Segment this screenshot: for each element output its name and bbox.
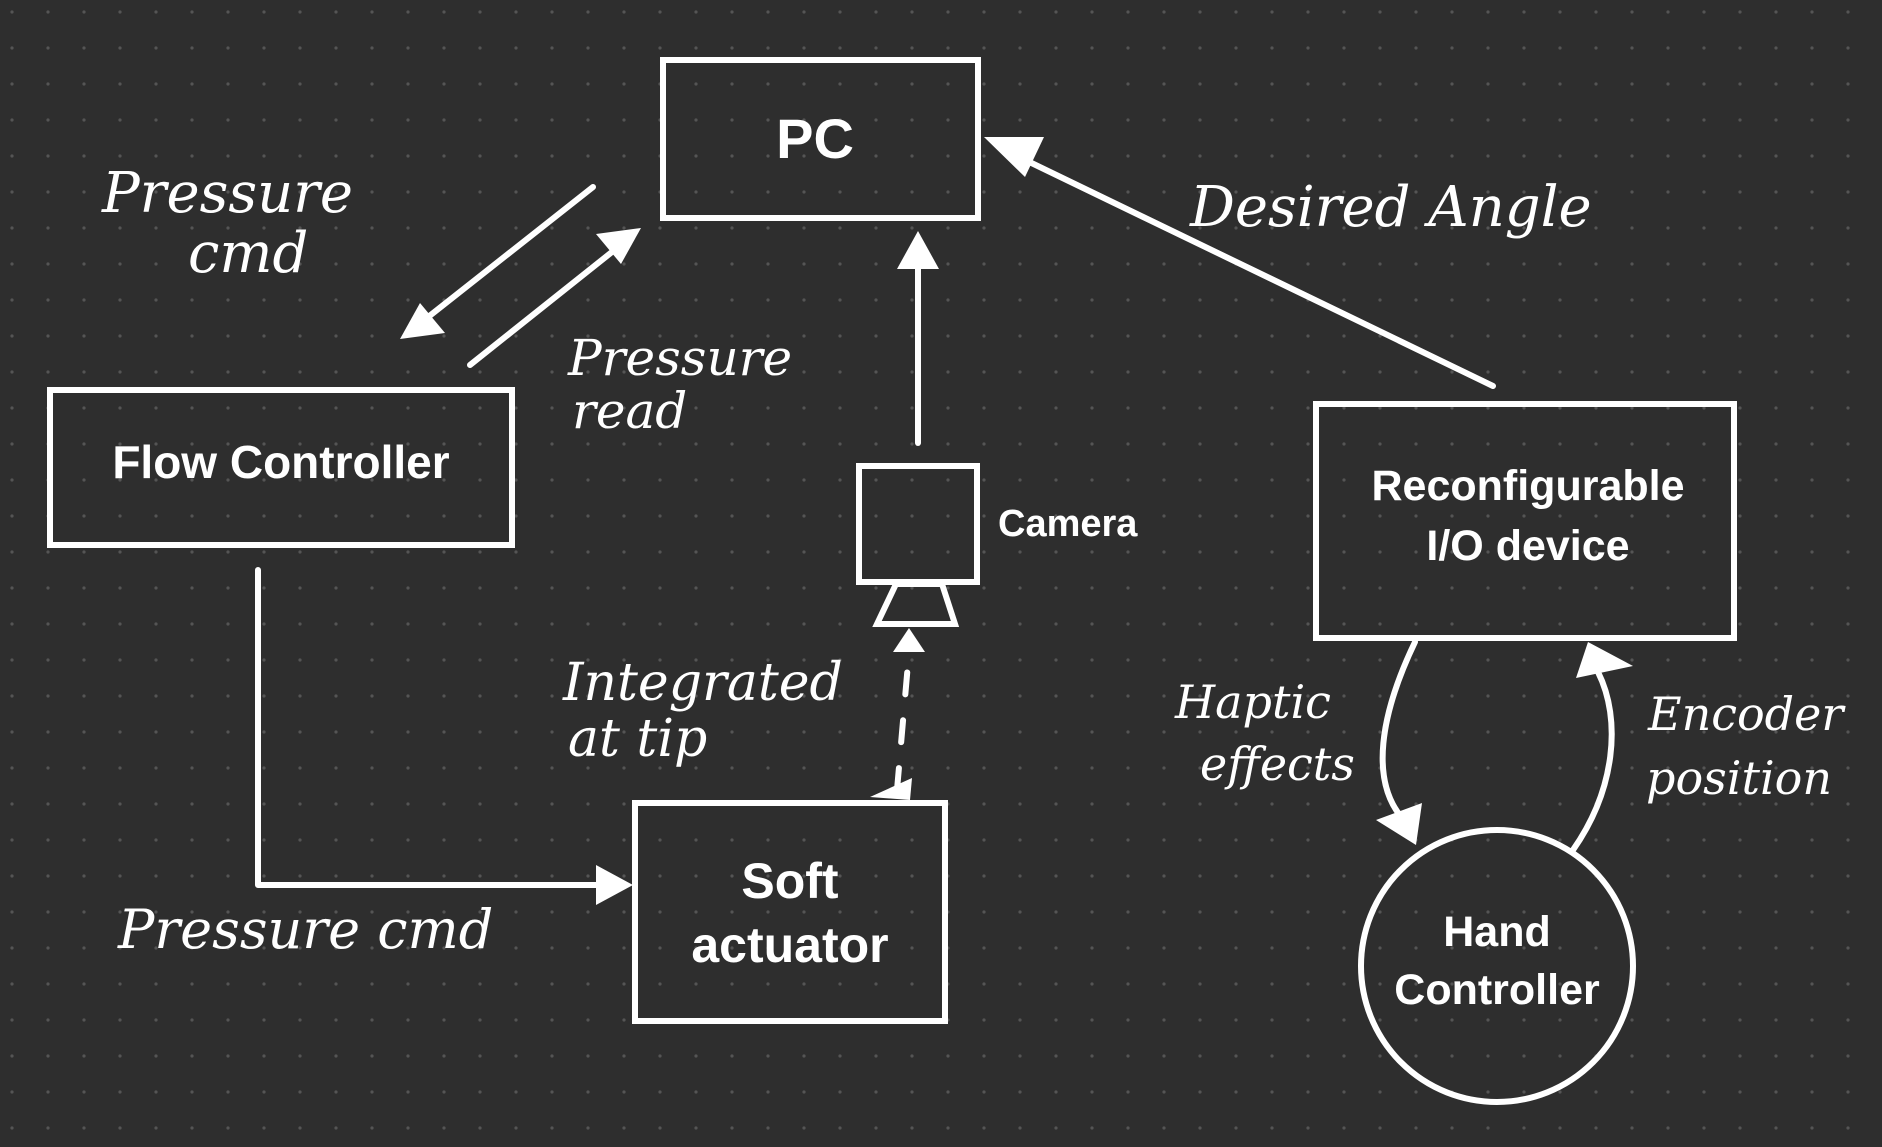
edge-label-pressure-cmd-line2: cmd [188,221,308,286]
camera-label: Camera [998,503,1138,545]
hand-controller-circle [1358,827,1636,1105]
flow-controller-node[interactable]: Flow Controller [47,387,515,548]
edge-flow-to-pc-line [467,241,625,368]
edge-hand-to-io-line [1570,669,1615,853]
pc-label: PC [776,107,854,170]
io-device-label-line1: Reconfigurable [1372,462,1685,510]
hand-controller-label-line1: Hand [1443,908,1551,956]
io-device-node[interactable]: Reconfigurable I/O device [1313,401,1737,641]
pc-node[interactable]: PC [660,57,981,221]
edge-label-haptic-line2: effects [1200,737,1355,791]
pc-box [660,57,981,221]
edge-io-to-hand-arrowhead [1376,803,1422,845]
soft-actuator-box [632,800,948,1024]
edge-pc-to-flow-arrowhead [400,303,445,339]
edge-camera-to-pc [897,231,939,446]
soft-actuator-node[interactable]: Soft actuator [632,800,948,1024]
edge-label-encoder-line2: position [1646,751,1832,805]
edge-camera-to-pc-arrowhead [897,231,939,269]
edge-flow-to-actuator-arrowhead [596,865,633,905]
edge-actuator-to-camera-line [894,649,912,793]
camera-node[interactable]: Camera [856,463,1138,627]
edge-hand-to-io-arrowhead [1576,642,1633,678]
soft-actuator-label-line2: actuator [691,917,888,973]
camera-lens [872,581,960,627]
edge-label-integrated-line1: Integrated [562,653,843,713]
flow-controller-box [47,387,515,548]
edge-pc-to-flow [400,184,596,339]
edge-flow-to-pc [467,228,641,368]
edge-actuator-to-camera-arrowhead-bottom [870,778,912,800]
edge-io-to-pc-arrowhead [984,137,1044,177]
edge-label-pressure-cmd-bottom: Pressure cmd [117,898,493,961]
soft-actuator-label-line1: Soft [741,853,839,909]
edge-actuator-to-camera-arrowhead-top [893,628,925,652]
edge-flow-to-actuator [255,567,633,905]
edge-pc-to-flow-line [415,184,596,328]
edge-label-haptic-line1: Haptic [1174,675,1331,729]
hand-controller-node[interactable]: Hand Controller [1358,827,1636,1105]
edge-io-to-hand-line [1379,639,1418,821]
edge-label-pressure-read-line1: Pressure [567,329,792,387]
edge-hand-to-io [1570,642,1633,853]
io-device-label-line2: I/O device [1426,522,1629,570]
edge-flow-to-actuator-line [255,567,603,888]
edge-io-to-pc-line [1014,153,1496,389]
edge-label-desired-angle: Desired Angle [1189,175,1592,240]
edge-label-pressure-cmd-line1: Pressure [101,161,353,226]
edge-io-to-pc [984,137,1496,389]
edge-label-integrated-line2: at tip [568,709,707,769]
hand-controller-label-line2: Controller [1394,966,1600,1014]
edge-label-encoder-line1: Encoder [1647,687,1846,741]
edge-label-pressure-read-line2: read [572,382,687,440]
flow-controller-label: Flow Controller [112,436,449,488]
edge-actuator-to-camera [870,628,925,800]
edge-io-to-hand [1376,639,1422,845]
io-device-box [1313,401,1737,641]
edge-flow-to-pc-arrowhead [596,228,641,264]
